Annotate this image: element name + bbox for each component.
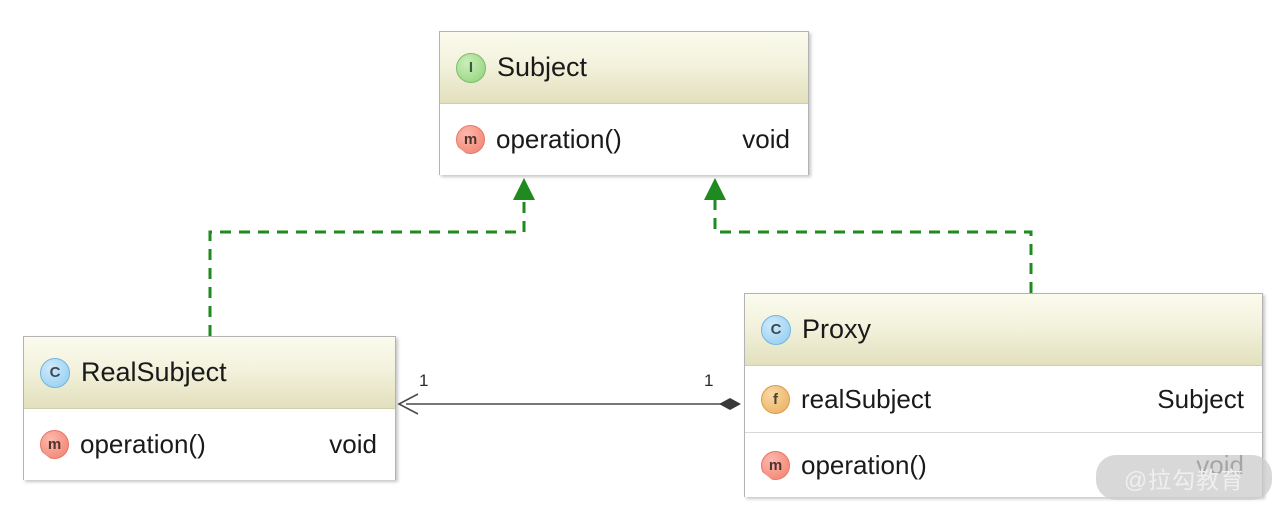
method-icon: m (761, 450, 790, 480)
member-name: operation() (496, 124, 622, 154)
class-icon: C (40, 357, 70, 388)
multiplicity-source: 1 (704, 371, 714, 390)
class-header-subject: I Subject (440, 32, 808, 104)
member-name: operation() (801, 449, 927, 480)
association-open-arrow (397, 393, 419, 415)
class-name-subject: Subject (497, 52, 588, 82)
realization-arrowhead-right (704, 178, 726, 200)
member-row-subject-operation[interactable]: m operation() void (440, 104, 808, 175)
class-box-realsubject[interactable]: C RealSubject m operation() void (23, 336, 396, 480)
watermark: @拉勾教育 (1096, 455, 1272, 500)
member-name: operation() (80, 429, 206, 459)
realization-arrowhead-left (513, 178, 535, 200)
interface-icon: I (456, 52, 486, 83)
edge-realsubject-implements-subject (208, 178, 535, 336)
field-icon: f (761, 384, 790, 414)
class-header-realsubject: C RealSubject (24, 337, 395, 409)
method-icon: m (40, 430, 69, 459)
method-icon: m (456, 125, 485, 154)
member-row-proxy-realsubject[interactable]: f realSubject Subject (745, 366, 1262, 432)
member-row-realsubject-operation[interactable]: m operation() void (24, 409, 395, 480)
edge-proxy-implements-subject (704, 178, 1033, 293)
member-name: realSubject (801, 383, 932, 414)
class-header-proxy: C Proxy (745, 294, 1262, 366)
member-type: void (742, 124, 790, 154)
composition-diamond (719, 398, 741, 410)
edge-proxy-holds-realsubject (397, 393, 741, 415)
class-box-subject[interactable]: I Subject m operation() void (439, 31, 809, 175)
class-name-realsubject: RealSubject (81, 357, 227, 387)
multiplicity-target: 1 (419, 371, 429, 390)
class-icon: C (761, 314, 791, 345)
member-type: void (329, 429, 377, 459)
member-type: Subject (1157, 383, 1244, 414)
class-name-proxy: Proxy (802, 314, 872, 344)
